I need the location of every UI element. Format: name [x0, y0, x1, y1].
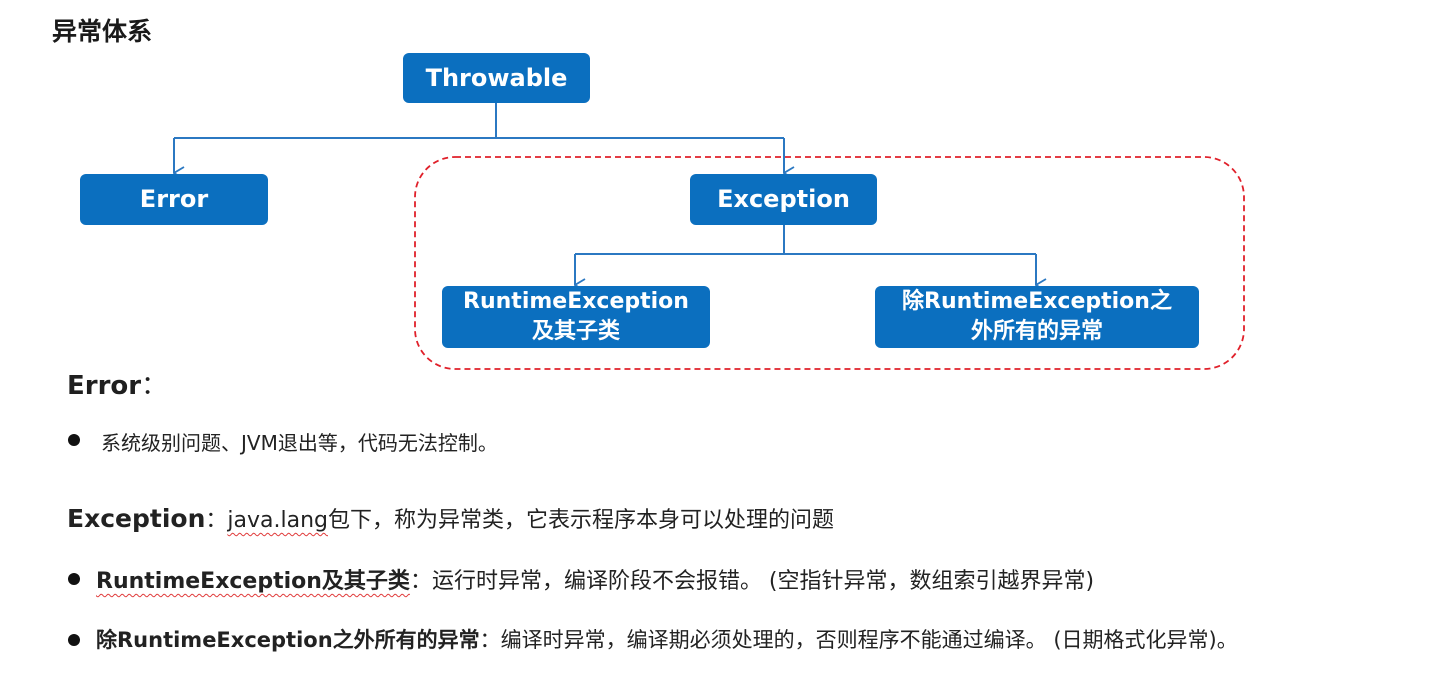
- error-heading-label: Error: [67, 371, 142, 401]
- node-exception-label: Exception: [717, 185, 850, 213]
- exception-description: Exception：java.lang包下，称为异常类，它表示程序本身可以处理的…: [67, 502, 834, 534]
- node-checked-exception: 除RuntimeException之 外所有的异常: [875, 286, 1199, 348]
- node-throwable: Throwable: [403, 53, 590, 103]
- node-checked-exception-line1: 除RuntimeException之: [902, 289, 1172, 314]
- exception-heading-label: Exception: [67, 504, 206, 533]
- node-runtime-exception: RuntimeException 及其子类: [442, 286, 710, 348]
- error-heading: Error：: [67, 365, 167, 402]
- page-title: 异常体系: [52, 17, 153, 46]
- exception-heading-colon: ：: [205, 508, 228, 533]
- node-checked-exception-line2: 外所有的异常: [970, 319, 1103, 344]
- node-runtime-exception-line2: 及其子类: [531, 319, 620, 344]
- runtime-bullet-term: RuntimeException及其子类: [96, 569, 410, 594]
- checked-bullet-term: 除RuntimeException之外所有的异常: [96, 628, 480, 652]
- checked-bullet-item: 除RuntimeException之外所有的异常：编译时异常，编译期必须处理的，…: [96, 624, 1238, 654]
- checked-bullet-text: ：编译时异常，编译期必须处理的，否则程序不能通过编译。 (日期格式化异常)。: [479, 628, 1238, 652]
- runtime-bullet-dot: [68, 573, 80, 585]
- error-heading-colon: ：: [141, 371, 168, 401]
- exception-description-text: 包下，称为异常类，它表示程序本身可以处理的问题: [327, 508, 834, 533]
- runtime-bullet-item: RuntimeException及其子类：运行时异常，编译阶段不会报错。 (空指…: [96, 563, 1094, 595]
- node-throwable-label: Throwable: [425, 63, 568, 92]
- error-bullet-text: 系统级别问题、JVM退出等，代码无法控制。: [101, 431, 498, 455]
- java-lang-text: java.lang: [227, 508, 328, 533]
- node-error-label: Error: [139, 185, 209, 213]
- runtime-bullet-text: ：运行时异常，编译阶段不会报错。 (空指针异常，数组索引越界异常): [409, 569, 1095, 594]
- node-exception: Exception: [690, 174, 877, 225]
- checked-bullet-dot: [68, 634, 80, 646]
- error-bullet-dot: [68, 434, 80, 446]
- node-runtime-exception-line1: RuntimeException: [463, 289, 689, 314]
- node-error: Error: [80, 174, 268, 225]
